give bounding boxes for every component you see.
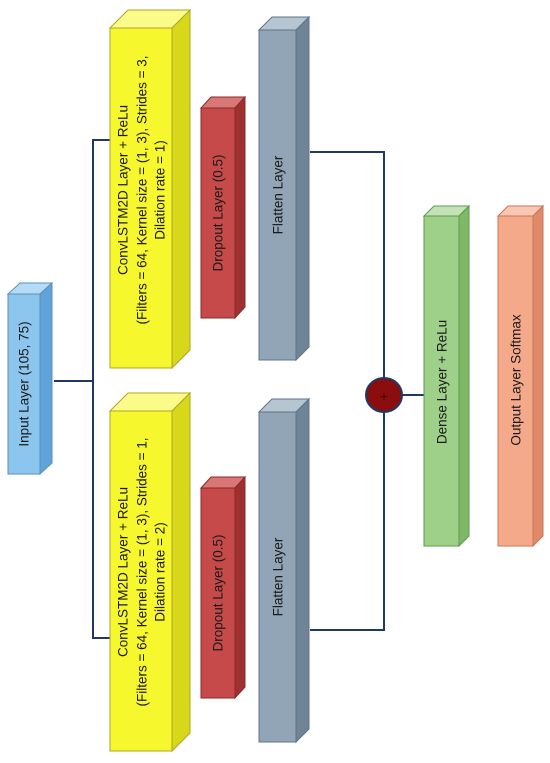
dropout-layer-2-label: Dropout Layer (0.5) xyxy=(211,534,226,651)
output-layer-label: Output Layer Softmax xyxy=(509,314,524,446)
flatten-layer-block-1: Flatten Layer xyxy=(257,15,311,362)
conv-layer-1-label-line2: (Filters = 64, Kernel size = (1, 3), Str… xyxy=(135,56,150,325)
flatten-top-to-concat-connector xyxy=(310,151,385,378)
concatenate-node: + xyxy=(365,377,403,413)
conv-layer-2-label-line1: ConvLSTM2D Layer + ReLu xyxy=(116,487,131,657)
output-layer-block: Output Layer Softmax xyxy=(496,204,545,548)
conv-layer-2-label-line3: Dilation rate = 2) xyxy=(153,522,168,621)
conv-layer-1-label-line3: Dilation rate = 1) xyxy=(153,140,168,239)
dense-layer-label: Dense Layer + ReLu xyxy=(435,320,450,444)
flatten-layer-1-label: Flatten Layer xyxy=(271,155,286,234)
conv-layer-1-label-line1: ConvLSTM2D Layer + ReLu xyxy=(116,105,131,275)
dropout-layer-block-2: Dropout Layer (0.5) xyxy=(199,475,247,700)
concatenate-plus-symbol: + xyxy=(380,388,388,404)
conv-layer-2-label-line2: (Filters = 64, Kernel size = (1, 3), Str… xyxy=(135,438,150,707)
flatten-bottom-to-concat-connector xyxy=(310,412,385,631)
flatten-layer-block-2: Flatten Layer xyxy=(257,397,311,744)
branch-split-connector xyxy=(92,139,110,639)
dropout-layer-block-1: Dropout Layer (0.5) xyxy=(199,95,247,320)
conv-layer-block-2: ConvLSTM2D Layer + ReLu (Filters = 64, K… xyxy=(108,391,192,753)
dropout-layer-1-label: Dropout Layer (0.5) xyxy=(211,154,226,271)
connectors xyxy=(54,139,424,639)
flatten-layer-2-label: Flatten Layer xyxy=(271,537,286,616)
input-layer-label: Input Layer (105, 75) xyxy=(17,321,32,446)
conv-layer-block-1: ConvLSTM2D Layer + ReLu (Filters = 64, K… xyxy=(108,8,192,370)
dense-layer-block: Dense Layer + ReLu xyxy=(422,204,471,548)
input-layer-block: Input Layer (105, 75) xyxy=(6,281,54,476)
